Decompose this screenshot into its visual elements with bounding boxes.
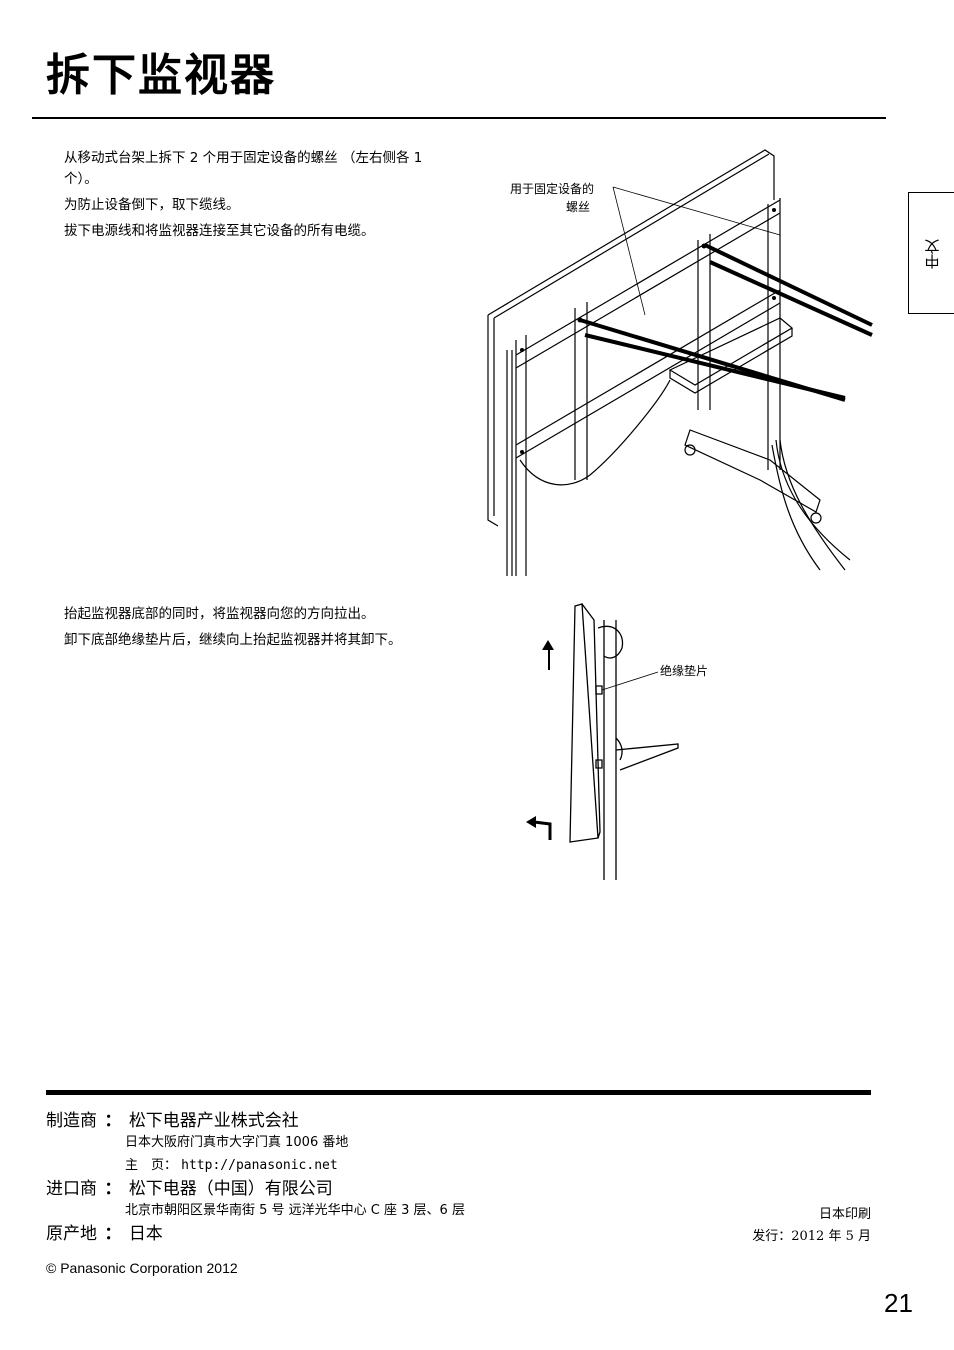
step2-line-2: 卸下底部绝缘垫片后，继续向上抬起监视器并将其卸下。 — [64, 632, 402, 648]
origin-row: 原产地 ： 日本 — [46, 1223, 163, 1245]
page-title: 拆下监视器 — [46, 50, 276, 101]
step1-line-3: 拔下电源线和将监视器连接至其它设备的所有电缆。 — [64, 223, 375, 239]
footer-divider — [46, 1090, 871, 1095]
manufacturer-colon: ： — [104, 1111, 122, 1131]
figure1-callout-line-2: 螺丝 — [566, 200, 590, 214]
step1-line-1: 从移动式台架上拆下 2 个用于固定设备的螺丝 （左右侧各 1 个）。 — [64, 150, 423, 187]
page-number: 21 — [884, 1288, 913, 1318]
manufacturer-row: 制造商 ： 松下电器产业株式会社 — [46, 1110, 299, 1132]
figure-monitor-rear-on-stand: 用于固定设备的 螺丝 — [487, 149, 873, 576]
printed-in: 日本印刷 — [818, 1207, 871, 1222]
importer-address: 北京市朝阳区景华南街 5 号 远洋光华中心 C 座 3 层、6 层 — [125, 1203, 465, 1218]
step1-instructions: 从移动式台架上拆下 2 个用于固定设备的螺丝 （左右侧各 1 个）。 为防止设备… — [64, 148, 438, 247]
origin-colon: ： — [104, 1224, 122, 1244]
copyright-notice: © Panasonic Corporation 2012 — [46, 1260, 238, 1276]
manufacturer-name: 松下电器产业株式会社 — [128, 1111, 299, 1131]
figure1-callout-line-1: 用于固定设备的 — [510, 181, 594, 196]
step2-instructions: 抬起监视器底部的同时，将监视器向您的方向拉出。 卸下底部绝缘垫片后，继续向上抬起… — [64, 604, 438, 656]
importer-colon: ： — [104, 1179, 122, 1199]
homepage-label: 主 页： — [125, 1158, 178, 1173]
origin-value: 日本 — [128, 1224, 163, 1244]
origin-label: 原产地 — [46, 1224, 97, 1244]
manufacturer-label: 制造商 — [46, 1111, 97, 1131]
importer-row: 进口商 ： 松下电器（中国）有限公司 — [46, 1178, 333, 1200]
step2-line-1: 抬起监视器底部的同时，将监视器向您的方向拉出。 — [64, 606, 375, 622]
title-divider — [32, 117, 886, 119]
homepage-url[interactable]: http://panasonic.net — [181, 1158, 338, 1173]
language-tab-label: 中文 — [923, 239, 942, 269]
figure2-callout-insulation-spacer: 绝缘垫片 — [660, 663, 708, 678]
step1-line-2: 为防止设备倒下，取下缆线。 — [64, 197, 240, 213]
homepage-row: 主 页： http://panasonic.net — [125, 1157, 338, 1175]
issue-date: 发行：2012 年 5 月 — [752, 1229, 871, 1244]
importer-label: 进口商 — [46, 1179, 97, 1199]
language-tab: 中文 — [908, 192, 954, 314]
importer-name: 松下电器（中国）有限公司 — [128, 1179, 333, 1199]
figure-monitor-side-view: 绝缘垫片 — [526, 603, 708, 880]
manufacturer-address: 日本大阪府门真市大字门真 1006 番地 — [125, 1135, 349, 1150]
